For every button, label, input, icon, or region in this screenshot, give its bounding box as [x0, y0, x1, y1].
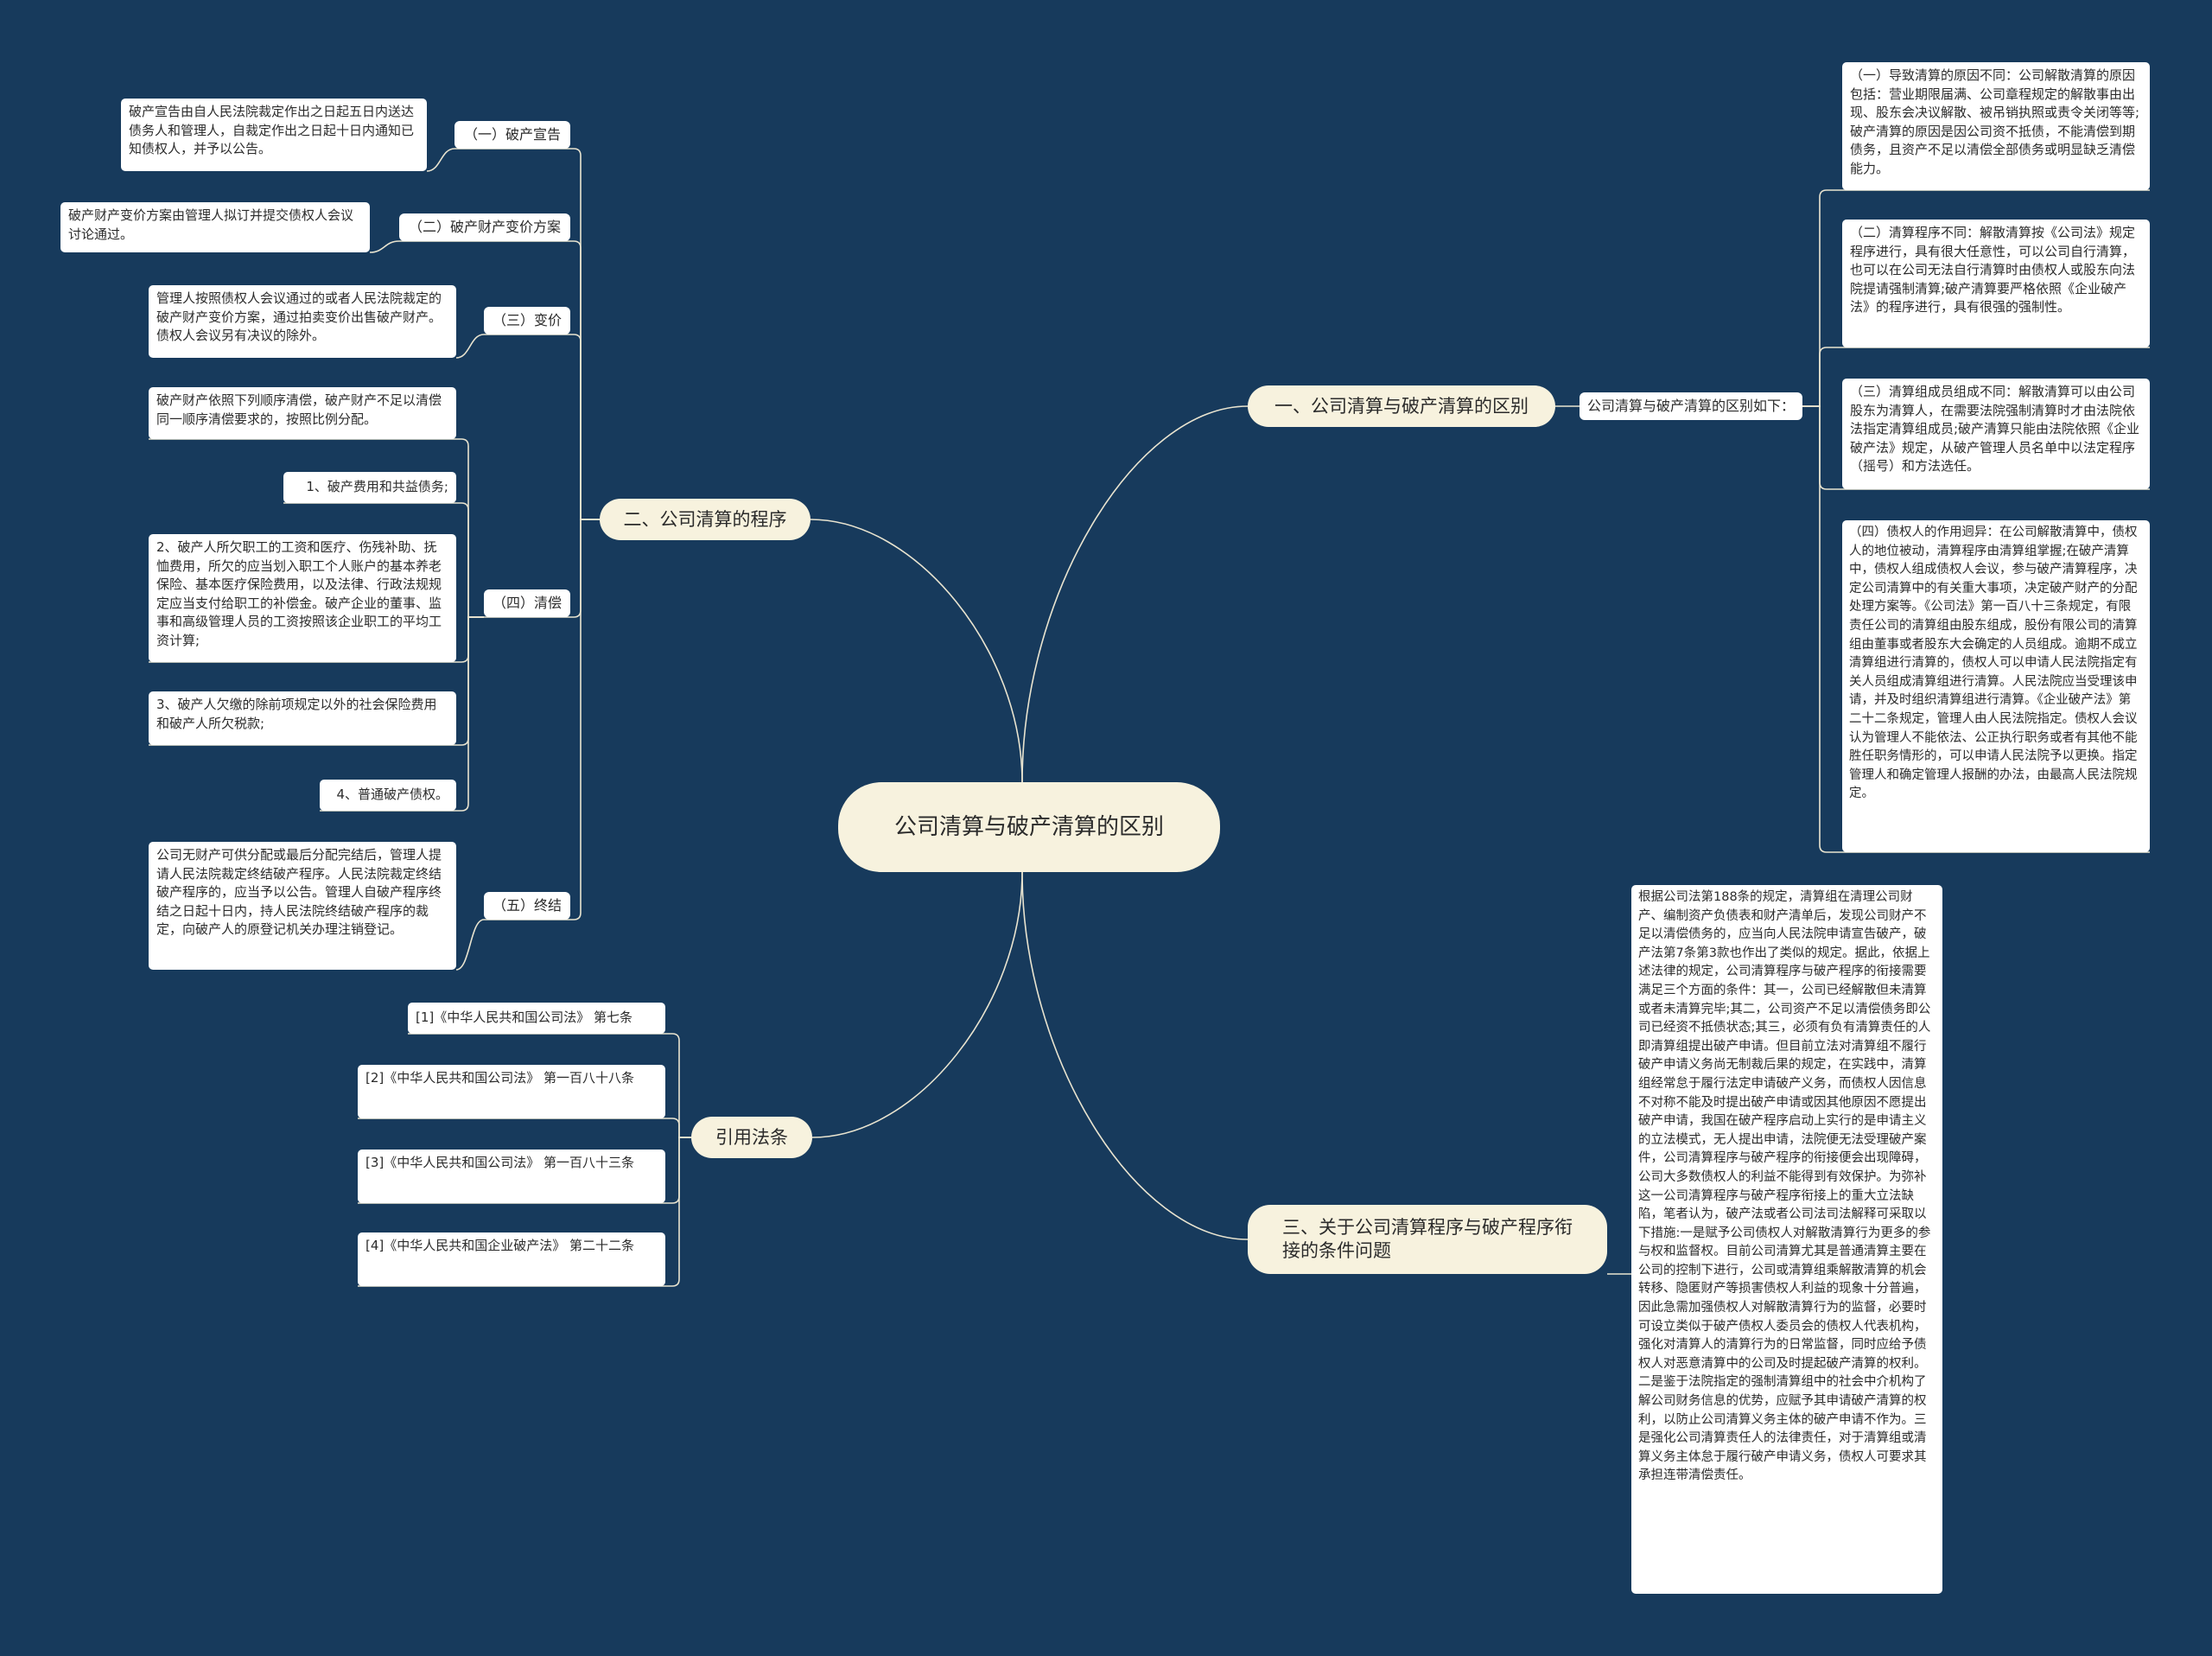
distinction-point-3[interactable]: （三）清算组成员组成不同：解散清算可以由公司股东为清算人，在需要法院强制清算时才… — [1842, 379, 2150, 489]
link-citation-4 — [358, 1137, 691, 1287]
topic-connection[interactable]: 三、关于公司清算程序与破产程序衔接的条件问题 — [1248, 1205, 1607, 1274]
link-step5-detail — [455, 919, 485, 971]
repayment-item-3[interactable]: 3、破产人欠缴的除前项规定以外的社会保险费用和破产人所欠税款; — [149, 691, 456, 745]
link-repayment-item-4 — [320, 616, 484, 812]
link-procedure-step-3 — [484, 334, 600, 520]
distinction-summary-label[interactable]: 公司清算与破产清算的区别如下： — [1580, 392, 1802, 420]
link-root-procedure — [810, 519, 1023, 783]
link-procedure-step-2 — [399, 240, 600, 520]
link-procedure-step-1 — [454, 148, 600, 520]
link-root-connection — [1021, 871, 1249, 1240]
link-repayment-item-1 — [283, 502, 484, 618]
link-summary-point-1 — [1802, 189, 2150, 407]
link-citation-2 — [358, 1118, 691, 1138]
repayment-order-intro[interactable]: 破产财产依照下列顺序清偿，破产财产不足以清偿同一顺序清偿要求的，按照比例分配。 — [149, 387, 456, 439]
distinction-point-1[interactable]: （一）导致清算的原因不同：公司解散清算的原因包括：营业期限届满、公司章程规定的解… — [1842, 62, 2150, 190]
link-root-distinction — [1021, 405, 1249, 783]
root-topic[interactable]: 公司清算与破产清算的区别 — [838, 782, 1220, 872]
distinction-point-4[interactable]: （四）债权人的作用迥异：在公司解散清算中，债权人的地位被动，清算程序由清算组掌握… — [1842, 520, 2150, 852]
procedure-step-termination[interactable]: （五）终结 — [484, 892, 570, 920]
procedure-detail-realization[interactable]: 管理人按照债权人会议通过的或者人民法院裁定的破产财产变价方案，通过拍卖变价出售破… — [149, 285, 456, 358]
procedure-step-bankruptcy-declaration[interactable]: （一）破产宣告 — [454, 121, 570, 149]
procedure-detail-bankruptcy-declaration[interactable]: 破产宣告由自人民法院裁定作出之日起五日内送达债务人和管理人，自裁定作出之日起十日… — [121, 99, 427, 171]
topic-distinction[interactable]: 一、公司清算与破产清算的区别 — [1248, 385, 1555, 427]
link-summary-point-4 — [1802, 405, 2150, 853]
procedure-step-realization-plan[interactable]: （二）破产财产变价方案 — [399, 213, 570, 241]
distinction-point-2[interactable]: （二）清算程序不同：解散清算按《公司法》规定程序进行，具有很大任意性，可以公司自… — [1842, 220, 2150, 347]
link-step3-detail — [455, 334, 485, 359]
procedure-detail-realization-plan[interactable]: 破产财产变价方案由管理人拟订并提交债权人会议讨论通过。 — [60, 202, 370, 252]
citation-3[interactable]: [3]《中华人民共和国公司法》 第一百八十三条 — [358, 1150, 665, 1203]
citation-4[interactable]: [4]《中华人民共和国企业破产法》 第二十二条 — [358, 1232, 665, 1286]
link-root-citations — [811, 871, 1023, 1138]
procedure-step-repayment[interactable]: （四）清偿 — [484, 589, 570, 617]
link-step2-detail — [369, 240, 400, 253]
link-citation-1 — [408, 1033, 691, 1138]
procedure-detail-termination[interactable]: 公司无财产可供分配或最后分配完结后，管理人提请人民法院裁定终结破产程序。人民法院… — [149, 842, 456, 970]
topic-procedure[interactable]: 二、公司清算的程序 — [600, 499, 810, 540]
link-procedure-step-5 — [484, 519, 600, 920]
connection-detail[interactable]: 根据公司法第188条的规定，清算组在清理公司财产、编制资产负债表和财产清单后，发… — [1631, 885, 1942, 1594]
repayment-item-2[interactable]: 2、破产人所欠职工的工资和医疗、伤残补助、抚恤费用，所欠的应当划入职工个人账户的… — [149, 534, 456, 662]
repayment-item-1[interactable]: 1、破产费用和共益债务; — [283, 472, 456, 503]
topic-citations[interactable]: 引用法条 — [691, 1117, 812, 1158]
repayment-item-4[interactable]: 4、普通破产债权。 — [320, 780, 456, 811]
citation-1[interactable]: [1]《中华人民共和国公司法》 第七条 — [408, 1003, 665, 1034]
link-step1-detail — [426, 148, 455, 172]
procedure-step-realization[interactable]: （三）变价 — [484, 307, 570, 334]
link-repayment-item-0 — [149, 438, 484, 618]
citation-2[interactable]: [2]《中华人民共和国公司法》 第一百八十八条 — [358, 1065, 665, 1118]
link-summary-point-2 — [1802, 347, 2150, 407]
